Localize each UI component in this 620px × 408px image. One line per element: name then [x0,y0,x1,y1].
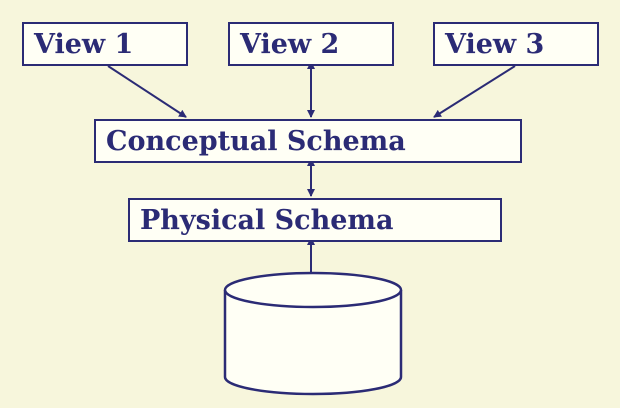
view-2-label: View 2 [240,28,340,60]
connector-view3-conceptual [433,65,516,118]
view-1-label: View 1 [34,28,134,60]
view-3-box: View 3 [433,22,599,66]
physical-schema-label: Physical Schema [140,204,394,236]
view-3-label: View 3 [445,28,545,60]
view-1-box: View 1 [22,22,188,66]
view-2-box: View 2 [228,22,394,66]
database-cylinder-icon [223,271,403,396]
physical-schema-box: Physical Schema [128,198,502,242]
conceptual-schema-box: Conceptual Schema [94,119,522,163]
conceptual-schema-label: Conceptual Schema [106,125,406,157]
connector-view1-conceptual [107,65,187,118]
